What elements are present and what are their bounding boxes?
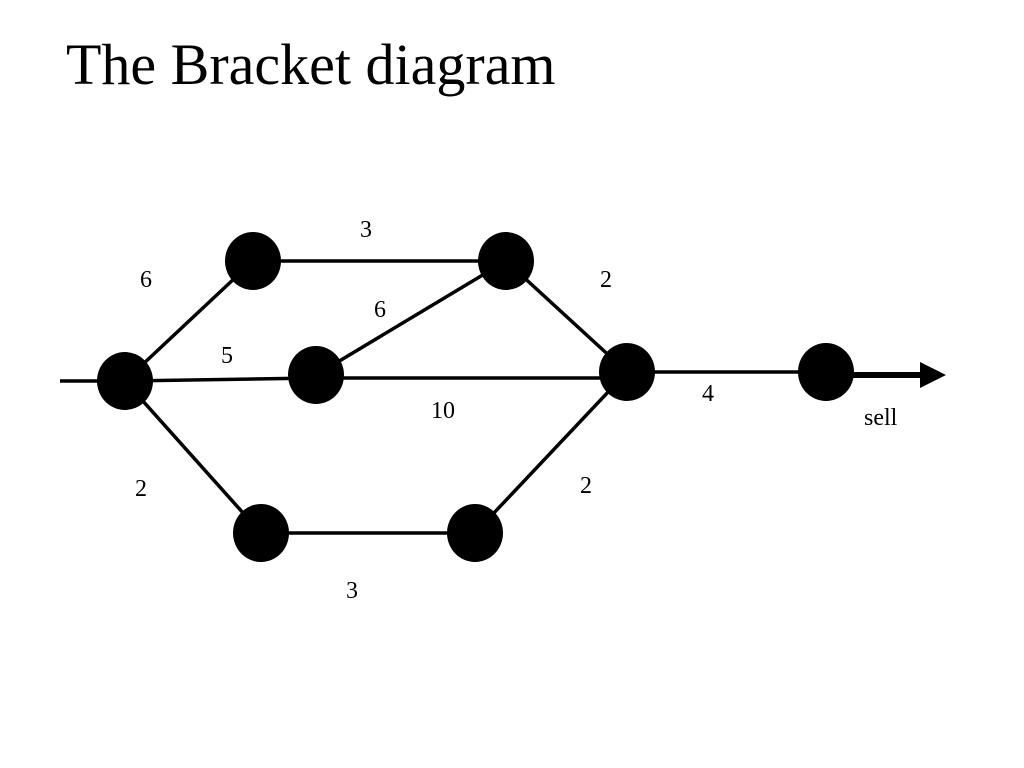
- edge-label-start-middle: 5: [221, 343, 233, 369]
- edge-middle-topright: [315, 259, 507, 377]
- edge-start-middle: [124, 376, 317, 383]
- edge-start-bottomleft: [123, 379, 263, 535]
- edge-label-middle-merge: 10: [431, 398, 455, 424]
- edge-label-merge-final: 4: [702, 381, 714, 407]
- node-start: [97, 352, 153, 410]
- edge-bottomright-merge: [473, 370, 629, 535]
- edge-label-start-topleft: 6: [140, 267, 152, 293]
- edge-start-topleft: [123, 259, 255, 383]
- edge-label-middle-topright: 6: [374, 297, 386, 323]
- output-label-sell: sell: [864, 405, 898, 431]
- node-bottom-left: [233, 504, 289, 562]
- node-top-right: [478, 232, 534, 290]
- edge-label-topleft-topright: 3: [360, 217, 372, 243]
- edge-label-bottomleft-bottomright: 3: [346, 578, 358, 604]
- node-bottom-right: [447, 504, 503, 562]
- node-middle: [288, 346, 344, 404]
- edge-label-start-bottomleft: 2: [135, 476, 147, 502]
- slide-title: The Bracket diagram: [66, 32, 556, 97]
- node-merge: [599, 343, 655, 401]
- node-final: [798, 343, 854, 401]
- edge-label-bottomright-merge: 2: [580, 473, 592, 499]
- edge-label-topright-merge: 2: [600, 267, 612, 293]
- output-arrow-head: [920, 362, 946, 388]
- node-top-left: [225, 232, 281, 290]
